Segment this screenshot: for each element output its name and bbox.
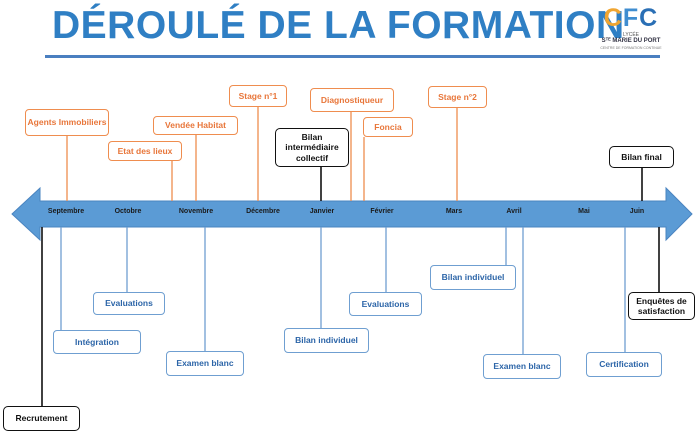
- page-title: DÉROULÉ DE LA FORMATION: [52, 4, 625, 47]
- box-examen-blanc-1: Examen blanc: [166, 351, 244, 376]
- box-bilan-intermediaire: Bilan intermédiaire collectif: [275, 128, 349, 167]
- box-foncia: Foncia: [363, 117, 413, 137]
- month-novembre: Novembre: [178, 208, 214, 215]
- box-certification: Certification: [586, 352, 662, 377]
- logo-letter-f: F: [622, 4, 640, 32]
- box-enquetes-satisfaction: Enquêtes de satisfaction: [628, 292, 695, 320]
- logo-line-3: CENTRE DE FORMATION CONTINUE: [600, 46, 662, 50]
- box-bilan-individuel-1: Bilan individuel: [284, 328, 369, 353]
- logo-line-2: Sᵀᴱ MARIE DU PORT: [601, 38, 661, 44]
- month-janvier: Janvier: [309, 208, 335, 215]
- box-recrutement: Recrutement: [3, 406, 80, 431]
- box-examen-blanc-2: Examen blanc: [483, 354, 561, 379]
- month-mai: Mai: [578, 208, 590, 215]
- month-decembre: Décembre: [246, 208, 280, 215]
- cfc-logo: CFC LYCÉE Sᵀᴱ MARIE DU PORT CENTRE DE FO…: [596, 4, 666, 52]
- logo-letter-c1: C: [603, 4, 623, 32]
- timeline-arrow: [11, 186, 693, 242]
- logo-letter-c2: C: [639, 4, 659, 32]
- title-underline: [45, 55, 660, 58]
- month-avril: Avril: [506, 208, 522, 215]
- orange-connectors: [66, 107, 458, 201]
- box-bilan-individuel-2: Bilan individuel: [430, 265, 516, 290]
- month-mars: Mars: [445, 208, 463, 215]
- box-evaluations-2: Evaluations: [349, 292, 422, 316]
- box-stage-1: Stage n°1: [229, 85, 287, 107]
- logo-letters: CFC: [596, 4, 666, 32]
- box-integration: Intégration: [53, 330, 141, 354]
- month-fevrier: Février: [370, 208, 394, 215]
- month-septembre: Septembre: [47, 208, 85, 215]
- box-vendee-habitat: Vendée Habitat: [153, 116, 238, 135]
- blue-connectors: [60, 227, 626, 354]
- month-octobre: Octobre: [114, 208, 142, 215]
- box-diagnostiqueur: Diagnostiqueur: [310, 88, 394, 112]
- box-bilan-final: Bilan final: [609, 146, 674, 168]
- box-agents-immobiliers: Agents Immobiliers: [25, 109, 109, 136]
- logo-line-1: LYCÉE: [622, 32, 640, 38]
- black-connectors: [41, 167, 660, 406]
- box-stage-2: Stage n°2: [428, 86, 487, 108]
- box-evaluations-1: Evaluations: [93, 292, 165, 315]
- box-etat-des-lieux: Etat des lieux: [108, 141, 182, 161]
- month-juin: Juin: [629, 208, 645, 215]
